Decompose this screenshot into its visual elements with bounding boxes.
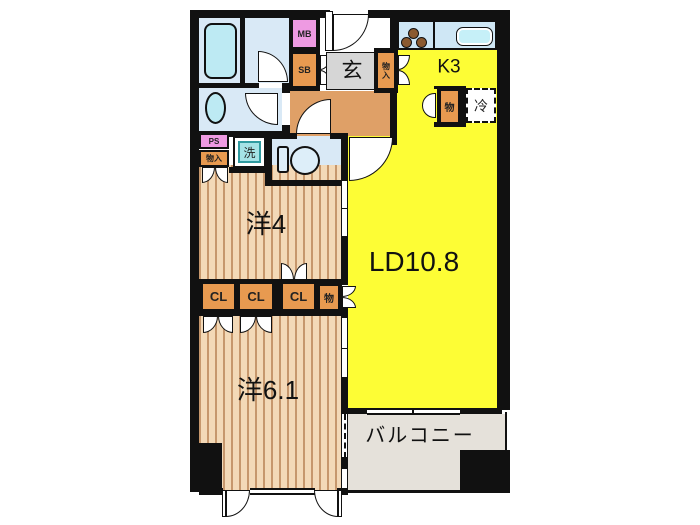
mb-label: MB xyxy=(297,28,312,39)
stove-burner xyxy=(416,37,427,48)
corner-block-bottom-left xyxy=(195,443,222,492)
front-door-leaf xyxy=(325,11,333,51)
partition-dashed-line xyxy=(344,414,346,458)
closet-3-label: CL xyxy=(289,289,308,304)
kitchen-storage-label: 物 xyxy=(444,103,455,114)
ps-label: PS xyxy=(208,136,220,146)
laundry-inner: 洗 xyxy=(238,141,261,163)
wall-ld-west-1 xyxy=(341,133,348,183)
stove-burner xyxy=(408,28,419,39)
mb-box: MB xyxy=(293,20,316,47)
wall-toilet-top-right xyxy=(330,133,343,139)
living-dining-floor xyxy=(348,136,497,408)
wall-kitchen-west-bottom xyxy=(390,85,397,145)
balcony-right-edge xyxy=(505,412,507,452)
wall-top-left xyxy=(190,10,330,18)
ps-box: PS xyxy=(199,133,229,149)
wall-right xyxy=(497,10,510,410)
ld-storage-label: 物 xyxy=(324,294,334,305)
bathtub xyxy=(204,23,237,79)
corner-block-bottom-right xyxy=(460,450,510,492)
partition-solid xyxy=(341,457,348,469)
sb-box: SB xyxy=(293,54,316,86)
fridge-label: 冷 xyxy=(474,97,488,114)
western61-floor xyxy=(199,312,341,492)
genkan-step xyxy=(326,52,377,90)
label-living-dining: LD10.8 xyxy=(368,246,460,277)
closet-2: CL xyxy=(240,284,272,309)
wall-w61-south-right xyxy=(337,488,348,495)
hall-storage-label: 物入 xyxy=(206,154,222,163)
wall-washroom-east-bottom xyxy=(282,125,290,137)
wall-washroom-east-top xyxy=(282,83,290,93)
wall-washroom-bottom xyxy=(199,131,282,137)
w61-window-mid xyxy=(250,488,315,495)
ld-balcony-window xyxy=(367,408,460,415)
wall-toilet-bottom xyxy=(265,180,348,186)
wall-w61-south-left xyxy=(199,488,223,495)
label-balcony: バルコニー xyxy=(365,425,475,447)
toilet-tank xyxy=(277,146,289,173)
wall-toilet-top-left xyxy=(271,133,297,139)
genkan-storage-label: 物入 xyxy=(381,61,391,80)
sliding-door-western4 xyxy=(341,180,348,237)
sliding-door-western61 xyxy=(341,317,348,378)
stove-burner xyxy=(401,37,412,48)
sb-label: SB xyxy=(298,65,311,75)
closet-1: CL xyxy=(203,284,234,309)
label-entrance: 玄 xyxy=(341,59,363,83)
closet-3: CL xyxy=(283,284,314,309)
wall-bathrow-bottom xyxy=(199,83,259,88)
wall-left xyxy=(190,10,199,492)
sliding-door-panel xyxy=(342,348,347,349)
kitchen-storage-box: 物 xyxy=(441,91,458,122)
label-western61: 洋6.1 xyxy=(236,375,300,405)
closet-2-label: CL xyxy=(247,289,265,304)
label-western4: 洋4 xyxy=(245,209,287,239)
wall-kitchen-west-top xyxy=(390,10,397,55)
kitchen-sink xyxy=(456,27,493,46)
wall-ld-south-right xyxy=(460,408,502,414)
wall-toilet-west xyxy=(265,131,272,186)
laundry-box: 洗 xyxy=(233,136,266,168)
balcony-bottom-edge xyxy=(348,490,510,493)
fridge-space: 冷 xyxy=(466,88,496,123)
wall-ld-west-4 xyxy=(341,378,348,414)
window-divider xyxy=(412,410,414,413)
hall-storage-box: 物入 xyxy=(199,150,229,167)
casement-arc-right xyxy=(314,490,338,517)
wall-laundry-bottom xyxy=(229,167,269,173)
casement-arc-left xyxy=(226,490,250,517)
wall-ld-west-2 xyxy=(341,237,348,285)
counter-divider xyxy=(433,22,435,48)
sliding-door-panel xyxy=(342,208,347,209)
toilet-bowl xyxy=(290,146,320,175)
balcony-partition xyxy=(341,414,348,490)
wall-ld-west-3 xyxy=(341,306,348,318)
genkan-storage-box: 物入 xyxy=(378,53,394,88)
kitchen-counter xyxy=(397,20,497,50)
wash-basin-oval xyxy=(205,92,226,124)
closet-1-label: CL xyxy=(209,289,228,304)
ld-storage-box: 物 xyxy=(320,286,338,309)
wall-ld-south-left xyxy=(341,408,367,414)
wall-top-kitchen xyxy=(393,10,510,20)
wall-bath-lavatory xyxy=(240,14,245,83)
laundry-label: 洗 xyxy=(243,145,256,160)
label-kitchen: K3 xyxy=(437,56,461,78)
casement-leaf-right xyxy=(338,490,342,517)
wall-top-mid xyxy=(368,10,398,18)
